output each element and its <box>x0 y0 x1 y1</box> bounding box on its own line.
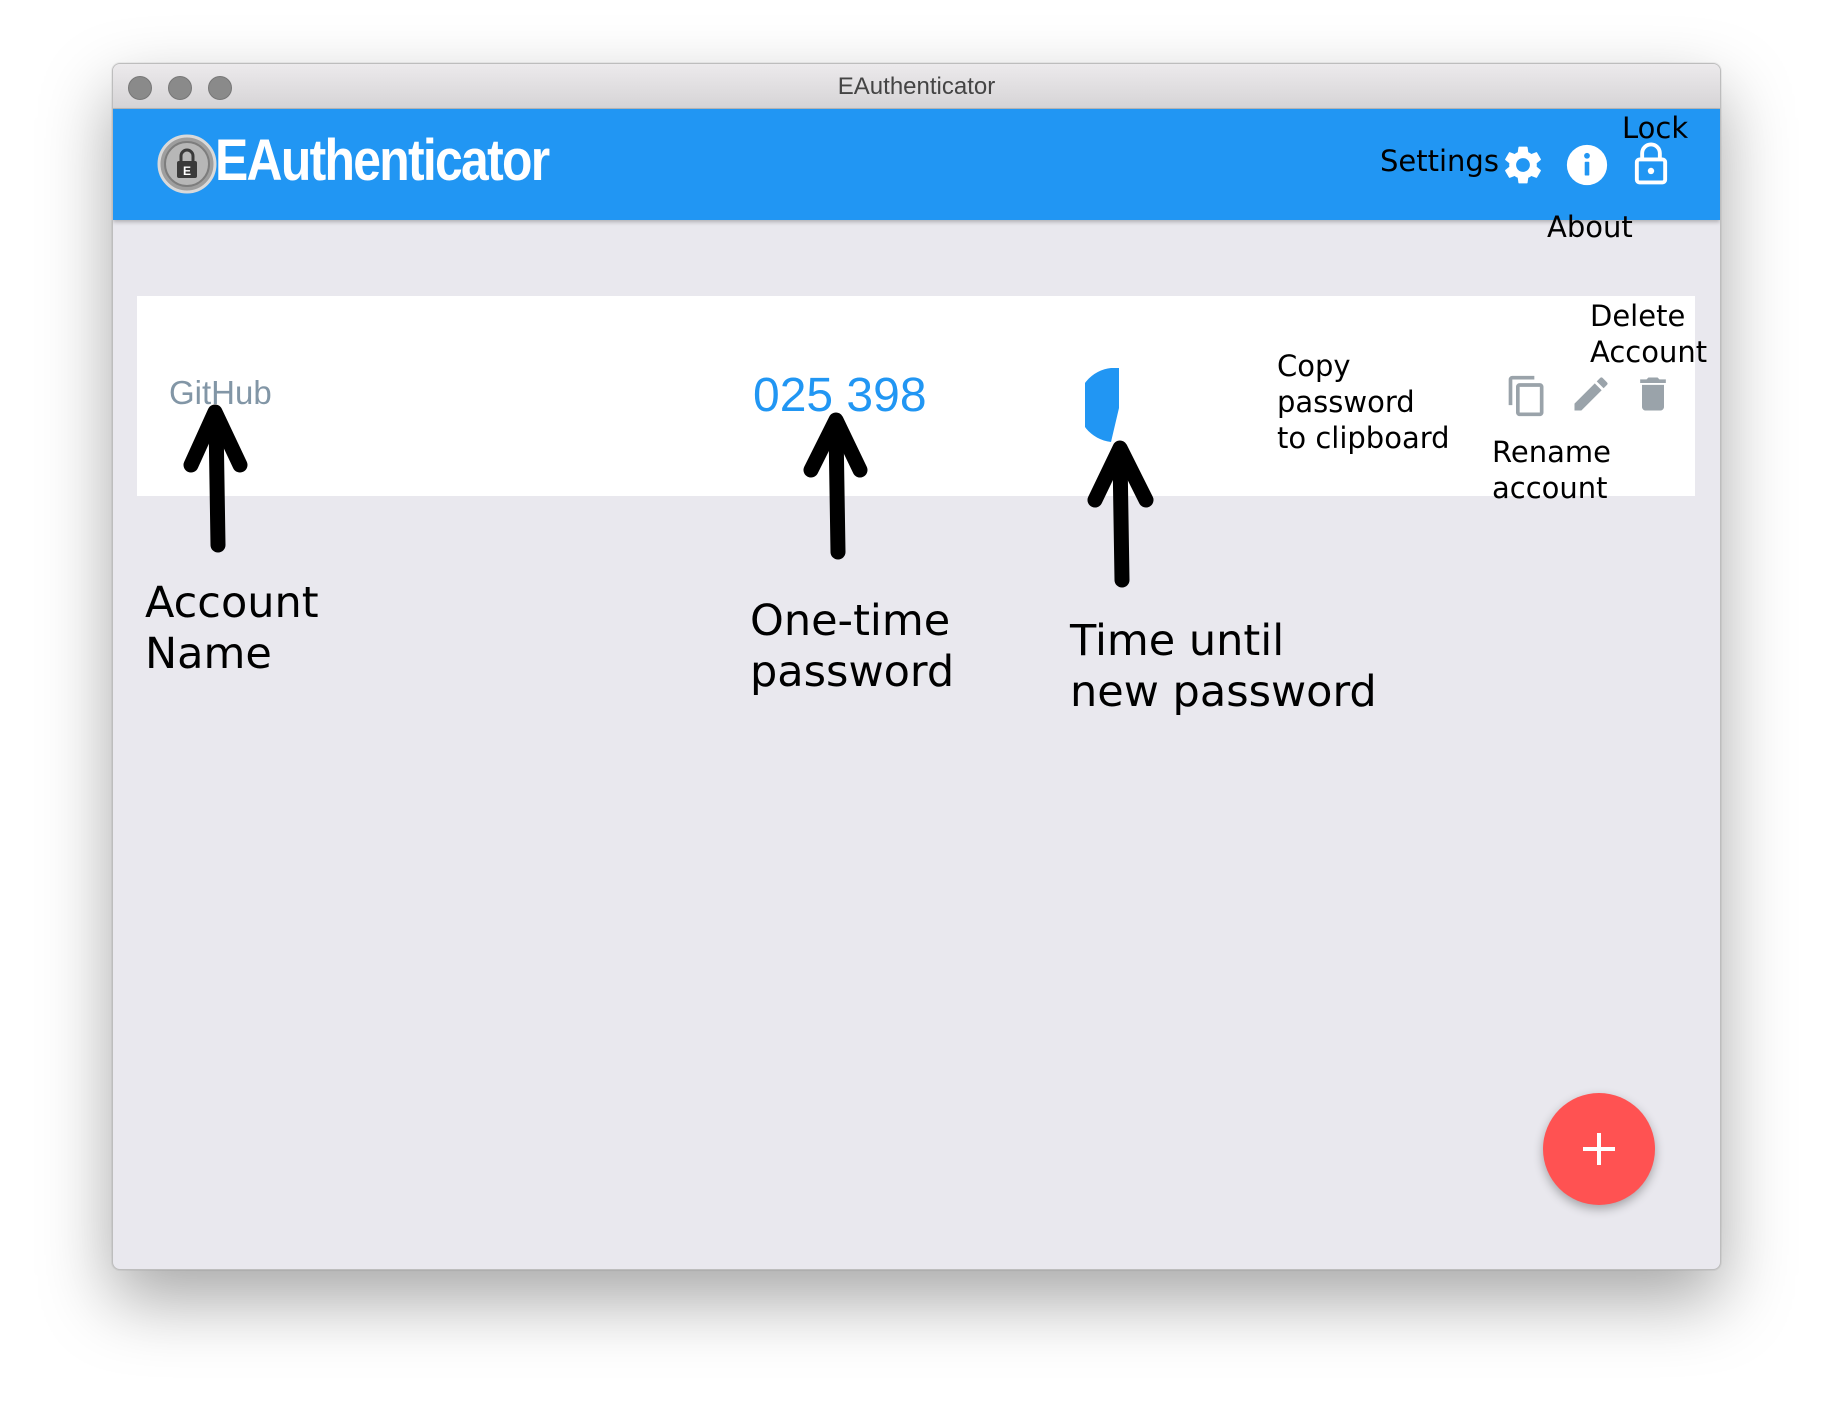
account-name-annotation: Account Name <box>145 578 319 679</box>
rename-annotation: Rename account <box>1492 435 1611 505</box>
minimize-window-button[interactable] <box>168 76 192 100</box>
plus-icon <box>1583 1133 1615 1165</box>
lock-badge-icon: E <box>157 134 217 194</box>
gear-icon[interactable] <box>1500 142 1546 188</box>
otp-annotation: One-time password <box>750 596 955 697</box>
timer-annotation: Time until new password <box>1070 616 1377 717</box>
account-row: GitHub 025 398 <box>137 296 1695 496</box>
lock-annotation: Lock <box>1622 111 1689 145</box>
title-bar: EAuthenticator <box>113 64 1720 109</box>
close-window-button[interactable] <box>128 76 152 100</box>
delete-annotation: Delete Account <box>1590 299 1708 369</box>
pencil-icon[interactable] <box>1569 370 1613 418</box>
lock-icon[interactable] <box>1628 140 1674 186</box>
add-account-button[interactable] <box>1543 1093 1655 1205</box>
window-title: EAuthenticator <box>837 73 996 100</box>
info-icon[interactable] <box>1564 142 1610 188</box>
svg-text:E: E <box>183 164 191 178</box>
brand-title: EAuthenticator <box>215 128 550 193</box>
trash-icon[interactable] <box>1631 370 1675 418</box>
copy-annotation: Copy password to clipboard <box>1277 349 1450 455</box>
otp-arrow <box>828 420 846 560</box>
countdown-timer-icon <box>1085 368 1119 442</box>
about-annotation: About <box>1547 210 1633 244</box>
one-time-password[interactable]: 025 398 <box>753 369 927 422</box>
account-name: GitHub <box>169 374 272 411</box>
settings-annotation: Settings <box>1380 144 1499 178</box>
app-window: EAuthenticator E EAuthenticator <box>112 63 1721 1270</box>
app-header: E EAuthenticator <box>113 109 1720 220</box>
zoom-window-button[interactable] <box>208 76 232 100</box>
copy-icon[interactable] <box>1505 372 1549 420</box>
account-name-arrow <box>208 412 226 553</box>
timer-arrow <box>1112 448 1130 588</box>
